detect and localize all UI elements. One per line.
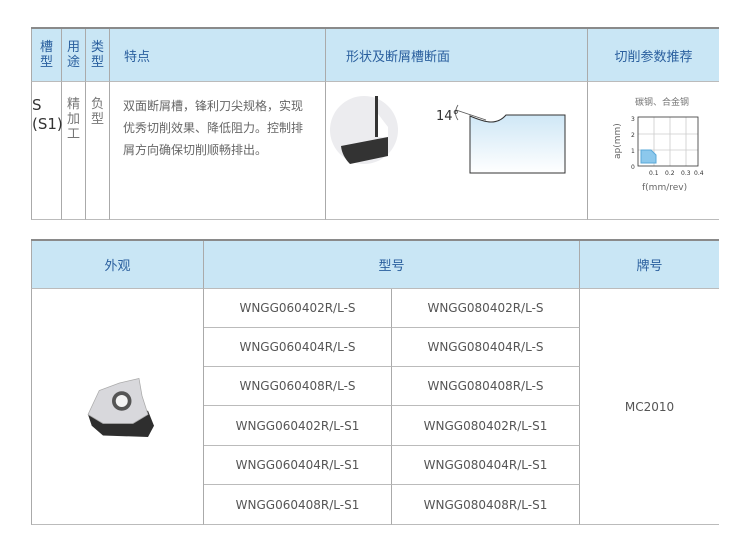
header-features: 特点 xyxy=(110,29,326,82)
svg-text:0.3: 0.3 xyxy=(681,170,691,177)
shape-cell: 14° xyxy=(326,82,588,220)
model-cell: WNGG080402R/L-S xyxy=(392,289,580,328)
insert-image xyxy=(87,377,154,437)
groove-cell: S (S1) xyxy=(31,82,63,220)
model-cell: WNGG080402R/L-S1 xyxy=(392,406,580,446)
model-cell: WNGG080404R/L-S1 xyxy=(392,446,580,485)
grade-cell: MC2010 xyxy=(580,289,719,525)
model-cell: WNGG060404R/L-S1 xyxy=(204,446,392,485)
y-axis-label: ap(mm) xyxy=(613,123,623,159)
rake-angle-label: 14° xyxy=(436,109,459,124)
model-cell: WNGG060402R/L-S xyxy=(204,289,392,328)
chart-title: 碳钢、合金钢 xyxy=(635,96,689,108)
model-cell: WNGG080408R/L-S1 xyxy=(392,485,580,525)
header-model: 型号 xyxy=(204,241,580,289)
svg-text:1: 1 xyxy=(631,148,635,155)
svg-text:0.2: 0.2 xyxy=(665,170,675,177)
x-axis-label: f(mm/rev) xyxy=(642,183,687,193)
groove-alt-code: (S1) xyxy=(32,115,63,133)
model-cell: WNGG060402R/L-S1 xyxy=(204,406,392,446)
features-cell: 双面断屑槽，锋利刀尖规格，实现优秀切削效果、降低阻力。控制排屑方向确保切削顺畅排… xyxy=(110,82,326,220)
use-cell: 精加工 xyxy=(62,82,86,220)
header-type: 类型 xyxy=(86,29,110,82)
header-grade: 牌号 xyxy=(580,241,719,289)
header-appearance: 外观 xyxy=(31,241,204,289)
appearance-cell xyxy=(31,289,204,525)
svg-text:3: 3 xyxy=(631,116,635,123)
header-shape: 形状及断屑槽断面 xyxy=(326,29,588,82)
recommended-region xyxy=(640,149,657,163)
svg-text:0: 0 xyxy=(631,164,635,171)
type-cell: 负型 xyxy=(86,82,110,220)
groove-code: S xyxy=(32,96,42,114)
model-cell: WNGG080408R/L-S xyxy=(392,367,580,406)
model-cell: WNGG060408R/L-S1 xyxy=(204,485,392,525)
model-cell: WNGG060404R/L-S xyxy=(204,328,392,367)
header-use: 用途 xyxy=(62,29,86,82)
svg-text:0.1: 0.1 xyxy=(649,170,659,177)
header-groove: 槽型 xyxy=(31,29,62,82)
svg-text:0.4: 0.4 xyxy=(694,170,704,177)
svg-text:2: 2 xyxy=(631,132,635,139)
groove-section-drawing: 14° xyxy=(330,95,566,173)
header-params: 切削参数推荐 xyxy=(588,29,719,82)
model-cell: WNGG060408R/L-S xyxy=(204,367,392,406)
model-cell: WNGG080404R/L-S xyxy=(392,328,580,367)
